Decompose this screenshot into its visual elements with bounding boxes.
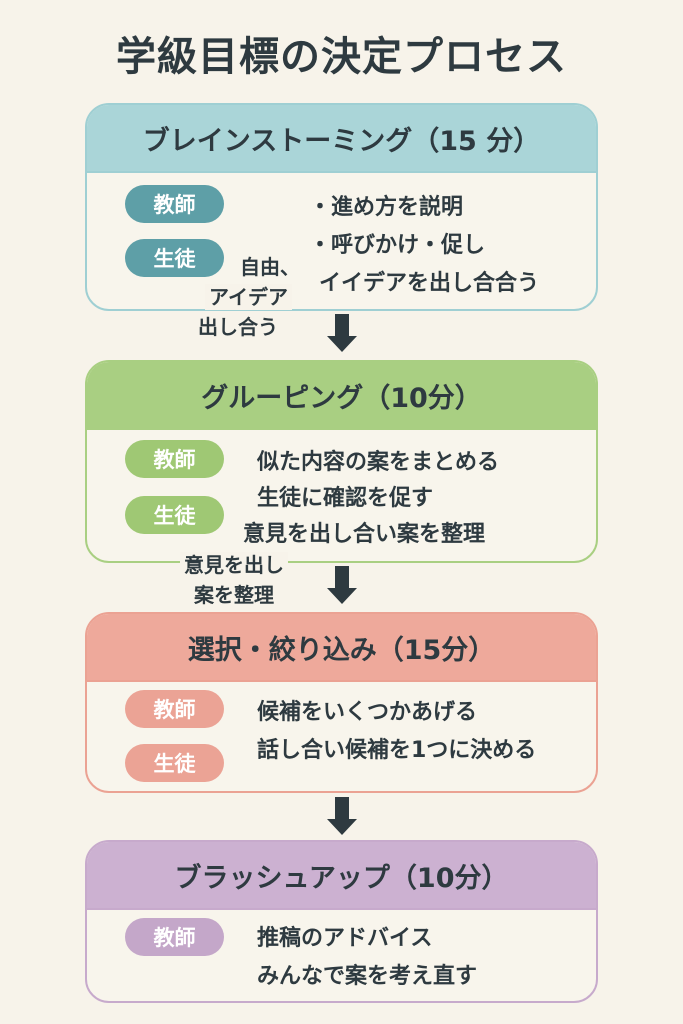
note-organize: 案を整理 <box>194 582 274 608</box>
step-line: 候補をいくつかあげる <box>257 700 478 725</box>
step-line: 似た内容の案をまとめる <box>257 450 500 475</box>
step-line: 意見を出し合い案を整理 <box>243 522 486 547</box>
step-brushup: ブラッシュアップ（10分） 教師 推稿のアドバイス みんなで案を考え直す <box>85 840 598 1003</box>
arrow-down-icon <box>327 797 357 835</box>
page-title: 学級目標の決定プロセス <box>116 34 567 80</box>
step-title: ブラッシュアップ（10分） <box>87 842 596 910</box>
step-line: 生徒に確認を促す <box>257 486 434 511</box>
step-line: 推稿のアドバイス <box>257 926 433 951</box>
note-idea: アイデア <box>205 284 292 310</box>
note-opinions: 意見を出し <box>180 552 288 578</box>
step-selection: 選択・絞り込み（15分） 教師 生徒 候補をいくつかあげる 話し合い候補を1つに… <box>85 612 598 793</box>
step-line: ・進め方を説明 <box>309 195 464 220</box>
teacher-badge: 教師 <box>125 440 224 478</box>
teacher-badge: 教師 <box>125 690 224 728</box>
student-badge: 生徒 <box>125 744 224 782</box>
step-line: 話し合い候補を1つに決める <box>257 738 537 763</box>
step-brainstorming: ブレインストーミング（15 分） 教師 生徒 ・進め方を説明 ・呼びかけ・促し … <box>85 103 598 311</box>
step-grouping: グルーピング（10分） 教師 生徒 似た内容の案をまとめる 生徒に確認を促す 意… <box>85 360 598 563</box>
arrow-down-icon <box>327 314 357 352</box>
student-badge: 生徒 <box>125 496 224 534</box>
student-badge: 生徒 <box>125 239 224 277</box>
teacher-badge: 教師 <box>125 185 224 223</box>
step-line: みんなで案を考え直す <box>257 964 478 989</box>
note-share: 出し合う <box>198 314 278 340</box>
step-line: ・呼びかけ・促し <box>309 233 486 258</box>
step-title: グルーピング（10分） <box>87 362 596 430</box>
step-title: 選択・絞り込み（15分） <box>87 614 596 682</box>
step-title: ブレインストーミング（15 分） <box>87 105 596 173</box>
step-line: イイデアを出し合合う <box>319 271 540 296</box>
note-free: 自由、 <box>240 255 300 279</box>
arrow-down-icon <box>327 566 357 604</box>
teacher-badge: 教師 <box>125 918 224 956</box>
